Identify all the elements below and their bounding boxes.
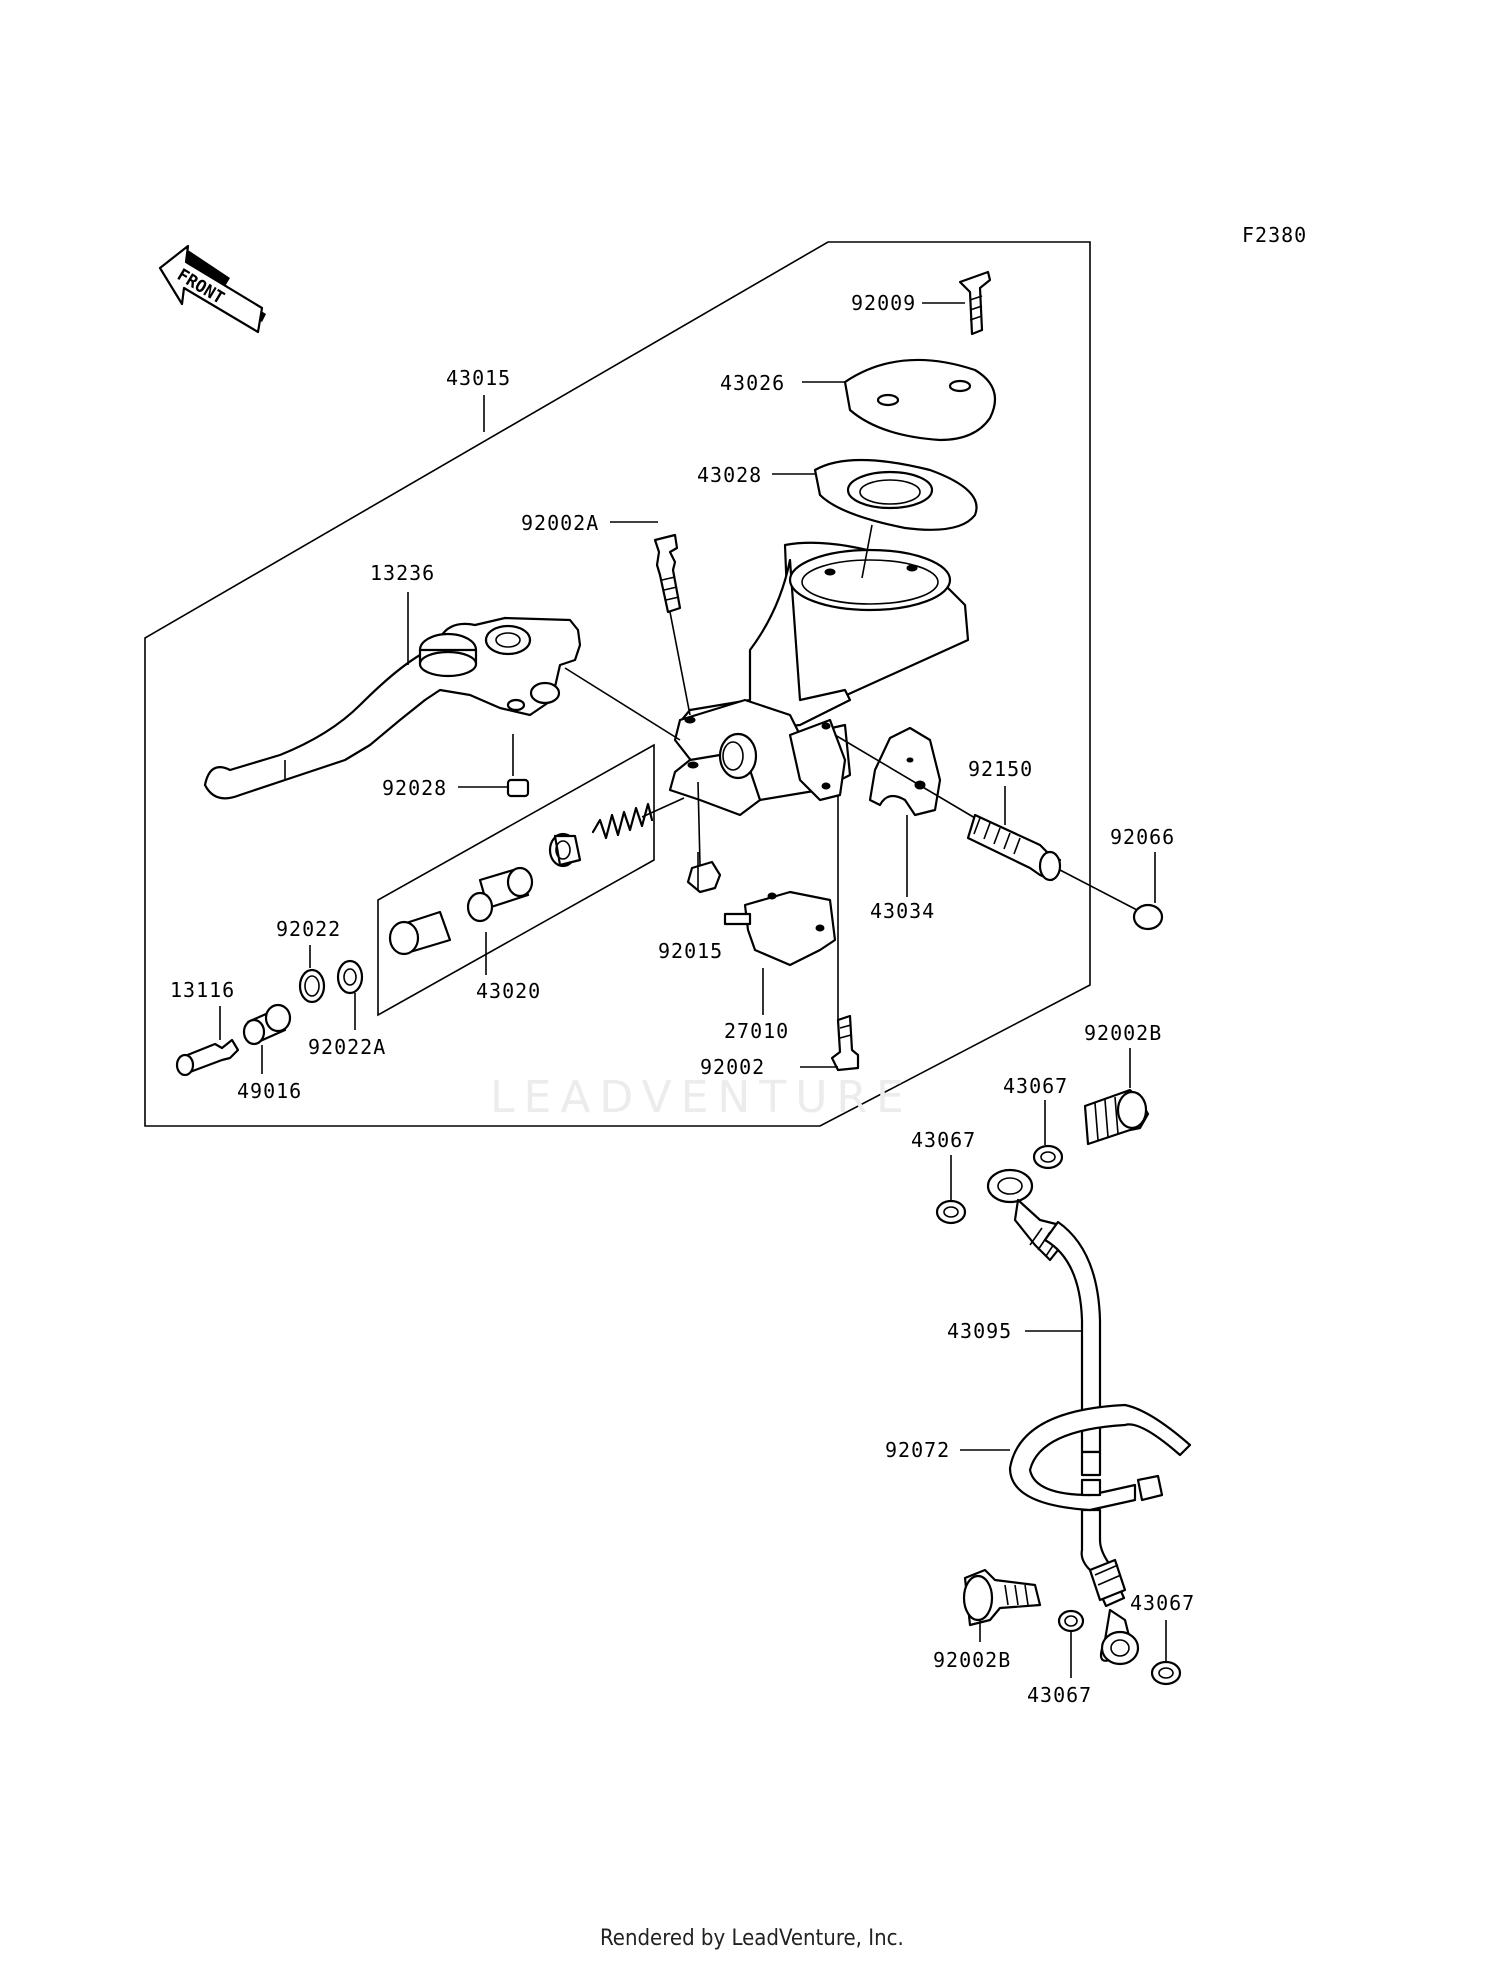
handlebar-clamp — [868, 726, 942, 817]
label-92066: 92066 — [1110, 825, 1175, 849]
lever-bushing — [506, 778, 530, 798]
label-43034: 43034 — [870, 899, 935, 923]
label-92009: 92009 — [851, 291, 916, 315]
reservoir-cap — [843, 358, 997, 442]
sealing-washer-c — [1057, 1609, 1085, 1633]
label-13236: 13236 — [370, 561, 435, 585]
piston-kit-boundary — [377, 743, 655, 1017]
watermark: LEADVENTURE — [490, 1072, 913, 1123]
label-43095: 43095 — [947, 1319, 1012, 1343]
cap-screw — [958, 270, 992, 336]
label-92028: 92028 — [382, 776, 447, 800]
return-spring — [591, 802, 654, 840]
washer — [336, 959, 364, 995]
sealing-washer-a — [1032, 1144, 1064, 1170]
piston-kit-parts — [388, 832, 582, 956]
label-43067-d: 43067 — [1130, 1591, 1195, 1615]
label-49016: 49016 — [237, 1079, 302, 1103]
label-43020: 43020 — [476, 979, 541, 1003]
circlip — [298, 968, 326, 1004]
front-direction-arrow: FRONT — [158, 244, 266, 334]
footer-credit: Rendered by LeadVenture, Inc. — [600, 1926, 904, 1951]
label-13116: 13116 — [170, 978, 235, 1002]
banjo-bolt-bottom — [962, 1568, 1042, 1627]
label-92072: 92072 — [885, 1438, 950, 1462]
label-43015: 43015 — [446, 366, 511, 390]
label-92002B-top: 92002B — [1084, 1021, 1162, 1045]
label-27010: 27010 — [724, 1019, 789, 1043]
label-92002: 92002 — [700, 1055, 765, 1079]
label-92002A: 92002A — [521, 511, 599, 535]
switch-screw — [830, 1014, 860, 1072]
label-92150: 92150 — [968, 757, 1033, 781]
reservoir-diaphragm — [813, 458, 978, 531]
clamp-bolt — [966, 813, 1062, 882]
label-43067-a: 43067 — [1003, 1074, 1068, 1098]
pivot-bolt — [653, 533, 682, 614]
adjuster — [242, 1003, 292, 1046]
label-92022: 92022 — [276, 917, 341, 941]
label-92002B-bottom: 92002B — [933, 1648, 1011, 1672]
clutch-lever — [203, 616, 582, 800]
clutch-switch — [723, 890, 837, 967]
label-92022A: 92022A — [308, 1035, 386, 1059]
banjo-bolt-top — [1083, 1088, 1150, 1146]
part-number-labels: 92009 43026 43028 92002A 43015 13236 920… — [170, 291, 1195, 1707]
nut — [686, 860, 722, 894]
clutch-hose — [986, 1168, 1140, 1666]
label-43067-c: 43067 — [1027, 1683, 1092, 1707]
label-43026: 43026 — [720, 371, 785, 395]
leader-lines — [219, 302, 1167, 1678]
bolt-cap — [1132, 903, 1164, 931]
figure-code: F2380 — [1242, 223, 1307, 247]
master-cylinder-assembly-boundary — [144, 241, 1091, 1127]
label-43067-b: 43067 — [911, 1128, 976, 1152]
sealing-washer-d — [1150, 1660, 1182, 1686]
hose-clamp-band — [1008, 1403, 1192, 1512]
sealing-washer-b — [935, 1199, 967, 1225]
label-92015: 92015 — [658, 939, 723, 963]
master-cylinder-body — [668, 541, 970, 817]
label-43028: 43028 — [697, 463, 762, 487]
push-rod — [175, 1038, 240, 1077]
